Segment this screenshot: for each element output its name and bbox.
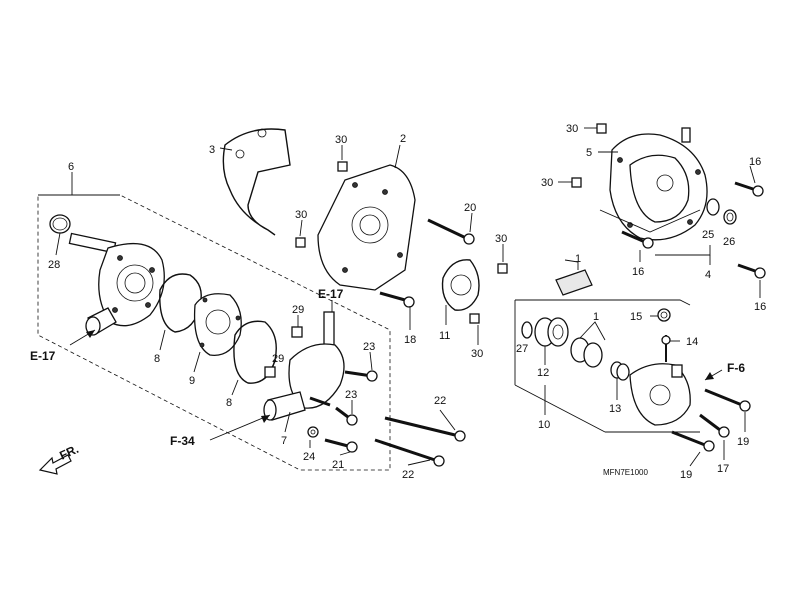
bracket-4 (599, 209, 711, 265)
part-11-gasket (441, 259, 480, 325)
label-11: 11 (439, 330, 450, 342)
label-12: 12 (537, 367, 549, 379)
part-16-bolts (621, 181, 766, 279)
part-30-dowels-right (469, 263, 508, 324)
part-15-plug (657, 308, 671, 322)
direction-label: FR. (57, 442, 80, 463)
part-28-o-ring (49, 214, 71, 256)
label-16b: 16 (632, 266, 644, 278)
label-8a: 8 (154, 353, 160, 365)
label-30f: 30 (541, 177, 553, 189)
label-27: 27 (516, 343, 528, 355)
part-30-dowels-center (295, 161, 348, 248)
bolts-right (671, 388, 751, 452)
part-27-ring (521, 321, 533, 339)
ref-e17-left: E-17 (30, 349, 56, 363)
reference-codes: E-17 E-17 F-34 F-6 (30, 287, 745, 448)
ref-arrows (69, 300, 723, 441)
part-13-spring (610, 361, 630, 400)
label-1b: 1 (593, 311, 599, 323)
label-19b: 19 (680, 469, 692, 481)
label-30c: 30 (495, 233, 507, 245)
label-18: 18 (404, 334, 416, 346)
label-29b: 29 (272, 353, 284, 365)
part-29-dowels (264, 326, 303, 378)
part-3-gasket (219, 128, 291, 236)
label-16c: 16 (754, 301, 766, 313)
assembly-6-boundary (37, 172, 391, 471)
part-26-seal (723, 209, 737, 225)
label-7: 7 (281, 435, 287, 447)
label-14: 14 (686, 336, 698, 348)
label-20: 20 (464, 202, 476, 214)
part-20-bolt (427, 218, 475, 245)
label-13: 13 (609, 403, 621, 415)
label-22b: 22 (402, 469, 414, 481)
label-30b: 30 (295, 209, 307, 221)
part-8-gasket-b (231, 320, 277, 396)
label-9: 9 (189, 375, 195, 387)
label-19a: 19 (737, 436, 749, 448)
label-4: 4 (705, 269, 711, 281)
label-22a: 22 (434, 395, 446, 407)
label-23b: 23 (345, 389, 357, 401)
part-labels: 6 28 8 9 8 29 29 7 24 21 23 23 22 22 3 3… (48, 123, 766, 481)
part-5-cover (598, 127, 708, 241)
label-21: 21 (332, 459, 344, 471)
part-2-cover (317, 144, 416, 291)
label-15: 15 (630, 311, 642, 323)
label-16a: 16 (749, 156, 761, 168)
label-17: 17 (717, 463, 729, 475)
label-8b: 8 (226, 397, 232, 409)
label-30e: 30 (566, 123, 578, 135)
part-30-dowels-top-right (571, 123, 607, 188)
label-30d: 30 (471, 348, 483, 360)
part-14-sensor (661, 335, 671, 362)
label-5: 5 (586, 147, 592, 159)
drawing-code: MFN7E1000 (603, 468, 648, 477)
part-1-plate (555, 262, 593, 296)
label-28: 28 (48, 259, 60, 271)
part-1-o-rings (570, 321, 606, 368)
label-26: 26 (723, 236, 735, 248)
part-6-water-pump (68, 232, 165, 336)
ref-f34: F-34 (170, 434, 195, 448)
ref-e17-top: E-17 (318, 287, 344, 301)
label-24: 24 (303, 451, 315, 463)
label-25: 25 (702, 229, 714, 241)
label-6: 6 (68, 161, 74, 173)
part-25-seal (706, 198, 720, 216)
part-12-seal (534, 317, 569, 365)
label-10: 10 (538, 419, 550, 431)
label-1a: 1 (575, 253, 581, 265)
label-23a: 23 (363, 341, 375, 353)
leader-lines (271, 127, 761, 467)
front-direction-arrow: FR. (38, 442, 81, 475)
ref-f6: F-6 (727, 361, 745, 375)
part-18-bolt (379, 291, 415, 308)
part-10-housing (629, 363, 691, 426)
label-29a: 29 (292, 304, 304, 316)
part-9-plate (193, 293, 242, 373)
assembly-10-boundary (514, 299, 700, 433)
label-30a: 30 (335, 134, 347, 146)
label-2: 2 (400, 133, 406, 145)
bolts-left (307, 370, 466, 467)
label-3: 3 (209, 144, 215, 156)
part-7-water-pipe (263, 311, 345, 433)
